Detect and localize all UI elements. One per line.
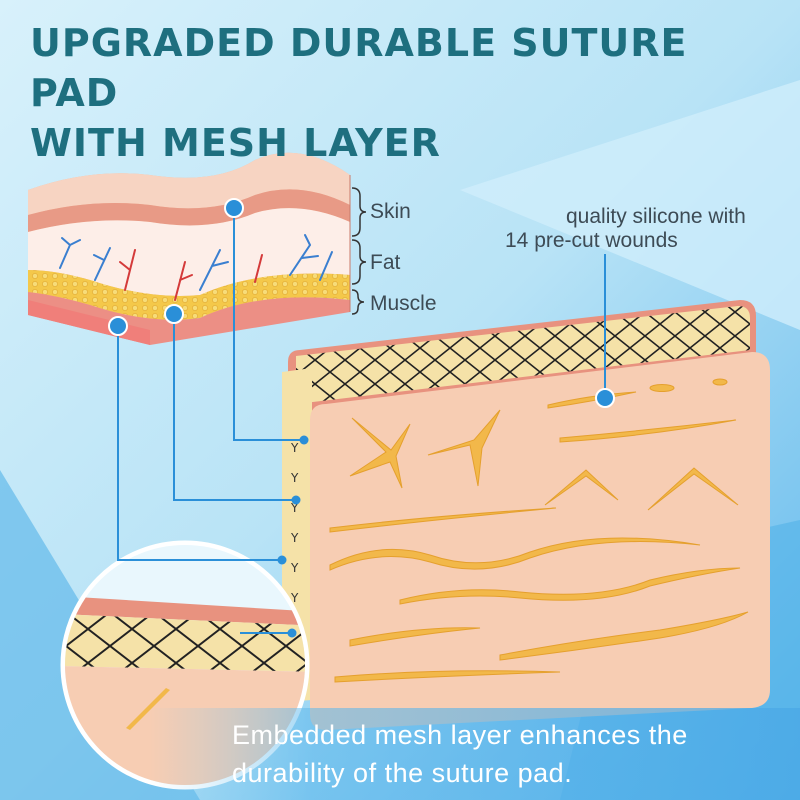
caption-line-2: durability of the suture pad. bbox=[232, 758, 573, 788]
layer-label-fat: Fat bbox=[370, 251, 401, 274]
skin-cross-section bbox=[28, 152, 351, 345]
page-title: UPGRADED DURABLE SUTURE PAD WITH MESH LA… bbox=[30, 18, 790, 168]
callout-text-line-2: 14 pre-cut wounds bbox=[505, 229, 678, 252]
callout-lines bbox=[117, 208, 606, 634]
svg-text:Y: Y bbox=[290, 441, 299, 455]
layer-label-muscle: Muscle bbox=[370, 292, 437, 315]
wounds bbox=[329, 378, 749, 683]
callout-end-dot bbox=[287, 628, 297, 638]
callout-end-dot bbox=[291, 495, 301, 505]
title-line-2: WITH MESH LAYER bbox=[30, 121, 441, 165]
callout-dots bbox=[108, 198, 615, 408]
callout-end-dot bbox=[299, 435, 309, 445]
callout-text-line-1: quality silicone with bbox=[566, 205, 746, 228]
layer-brackets bbox=[351, 187, 367, 315]
bg-shape bbox=[460, 80, 800, 330]
layer-label-skin: Skin bbox=[370, 200, 411, 223]
svg-text:Y: Y bbox=[290, 531, 299, 545]
suture-pad: YYY YYY YYY bbox=[282, 300, 770, 730]
caption-line-1: Embedded mesh layer enhances the bbox=[232, 720, 688, 750]
svg-text:Y: Y bbox=[290, 591, 299, 605]
callout-end-dot bbox=[277, 555, 287, 565]
svg-text:Y: Y bbox=[290, 561, 299, 575]
caption-backdrop bbox=[150, 708, 800, 800]
svg-text:Y: Y bbox=[290, 471, 299, 485]
svg-text:Y: Y bbox=[290, 501, 299, 515]
caption: Embedded mesh layer enhances the durabil… bbox=[232, 716, 792, 792]
title-line-1: UPGRADED DURABLE SUTURE PAD bbox=[30, 21, 688, 115]
